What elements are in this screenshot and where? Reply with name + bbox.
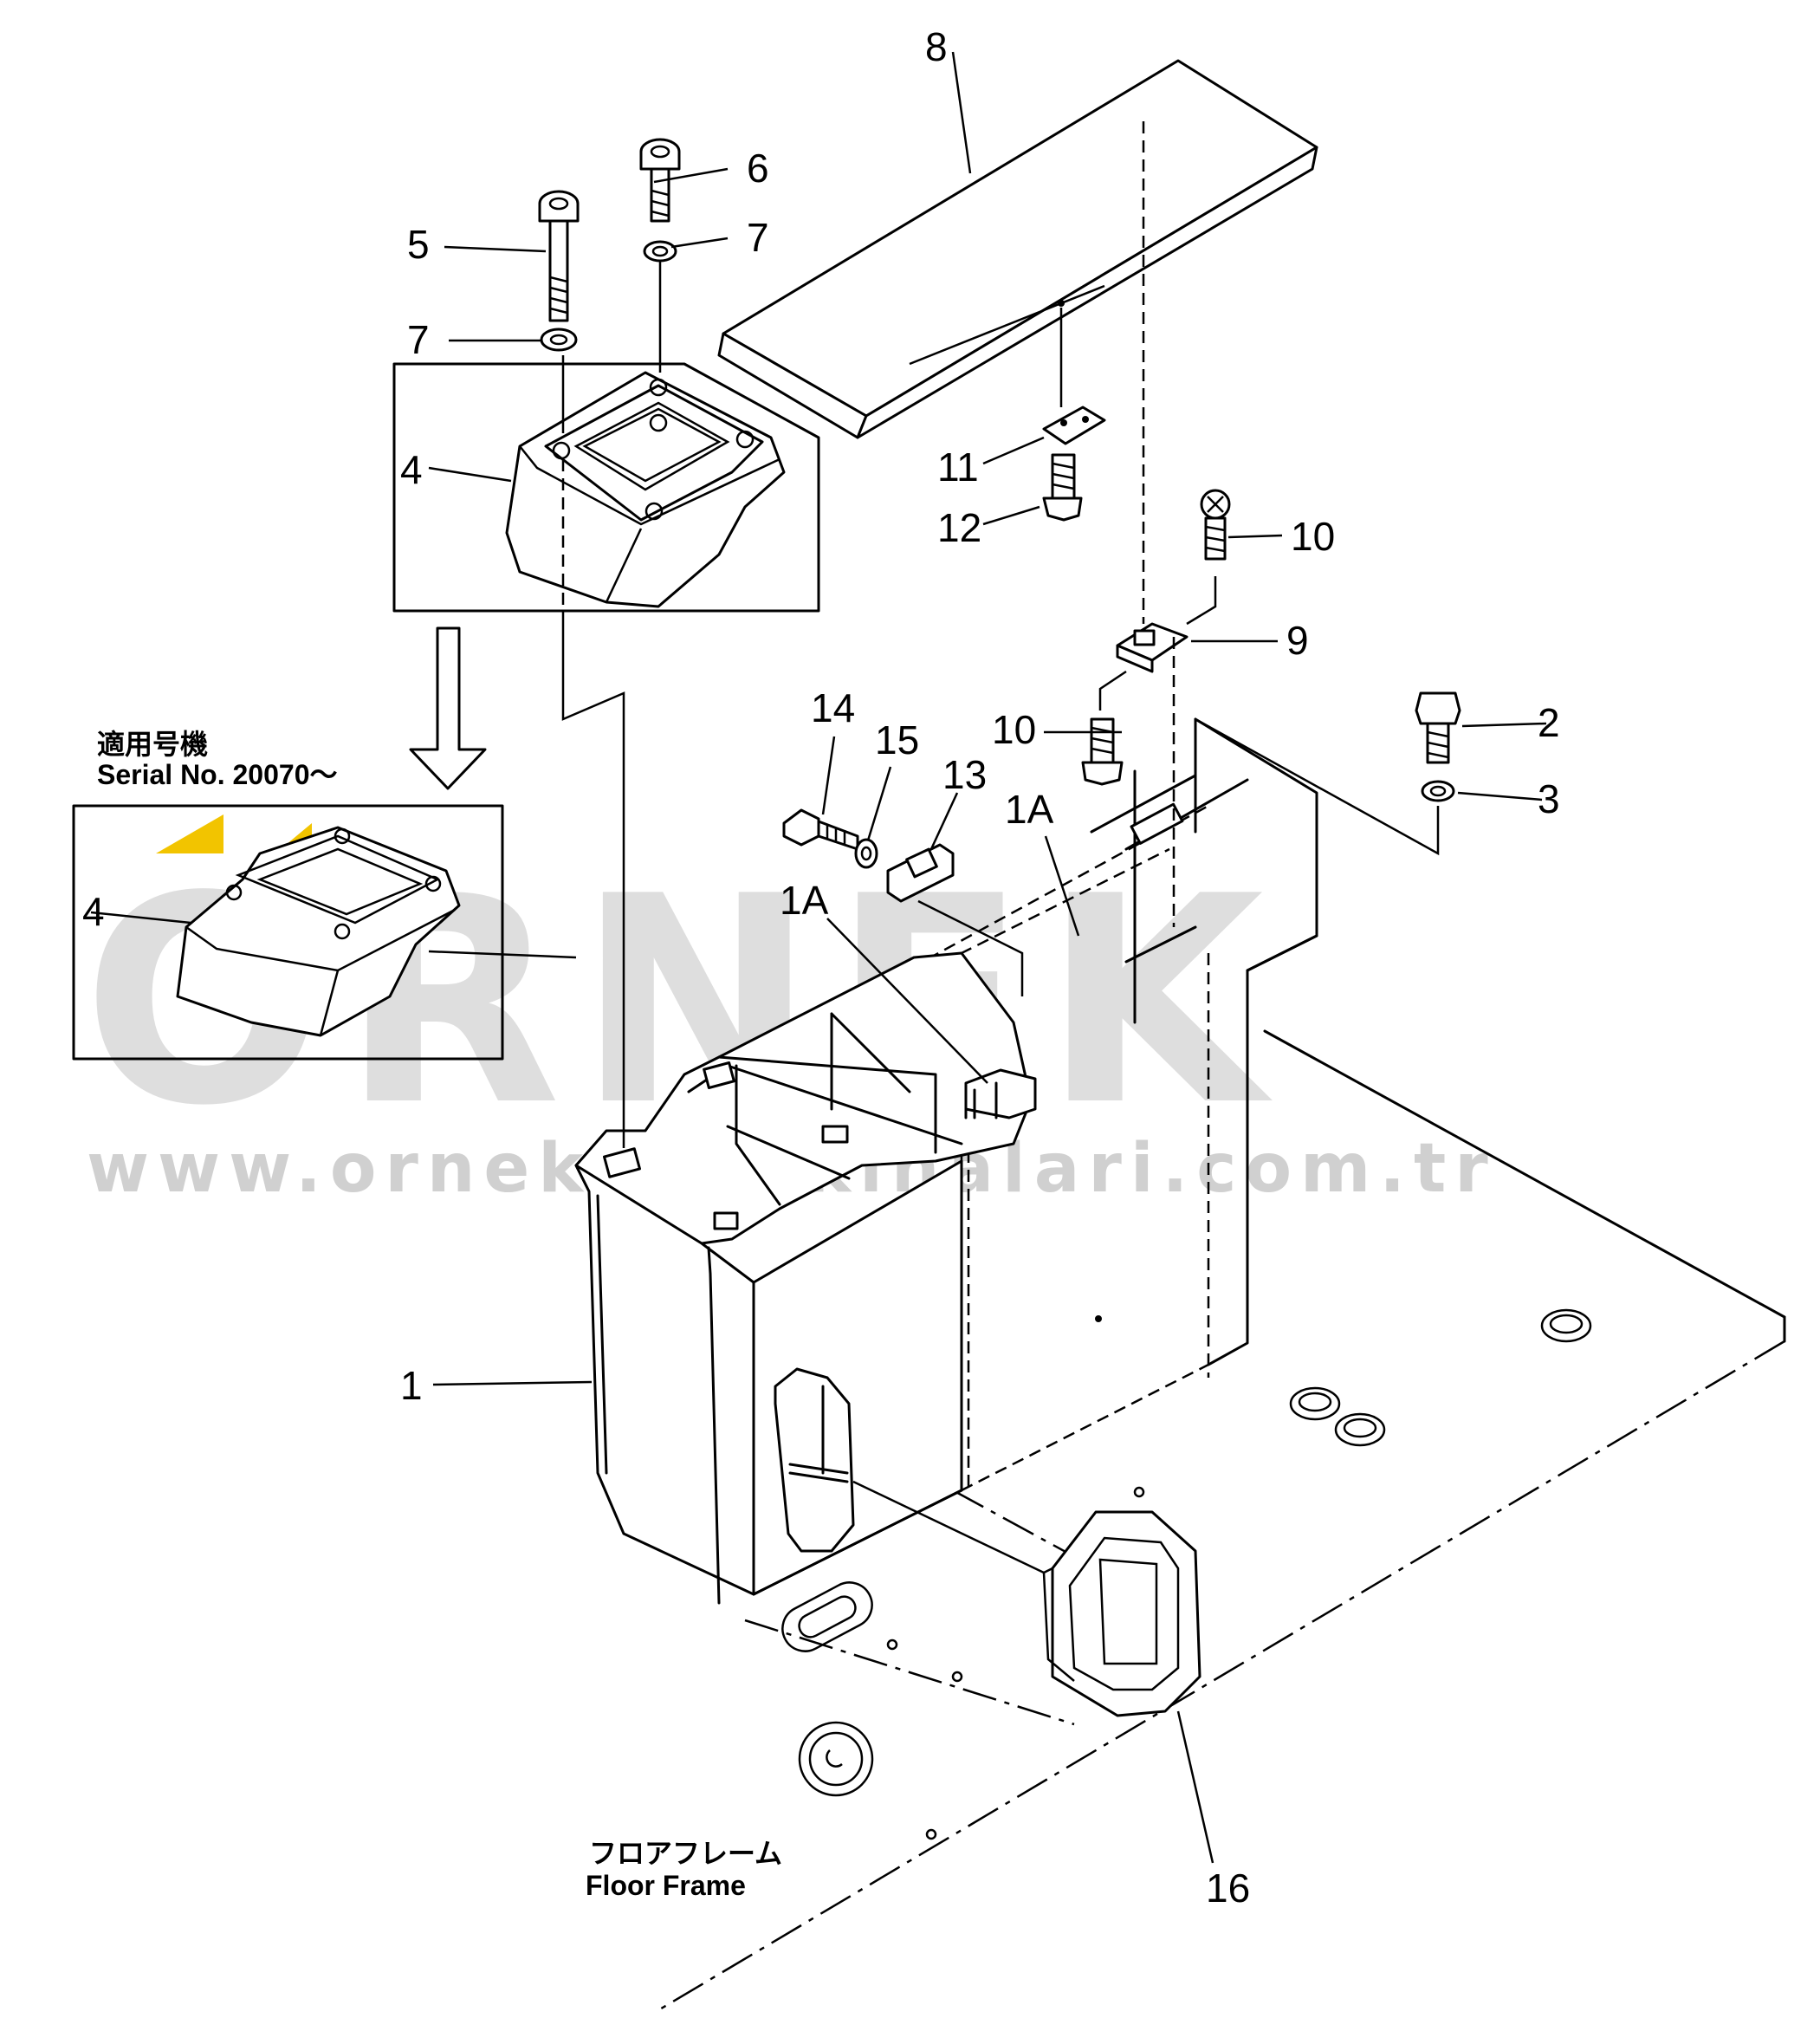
serial-caption: 適用号機 Serial No. 20070～ (97, 729, 338, 790)
label-part-1: 1 (400, 1363, 423, 1408)
floor-frame-plate (657, 1029, 1786, 2012)
console-box (574, 717, 1318, 1605)
label-part-5: 5 (407, 222, 430, 267)
serial-title-en: Serial No. 20070～ (97, 759, 338, 790)
label-part-7-left: 7 (407, 317, 430, 362)
label-part-3: 3 (1538, 776, 1560, 821)
screw-10-lower (1081, 670, 1127, 786)
screw-12 (1042, 453, 1083, 522)
washer-3 (1195, 717, 1455, 856)
part-labels: 8 6 7 5 7 4 11 12 10 9 10 2 3 14 15 13 1… (82, 24, 1560, 1911)
label-part-16: 16 (1206, 1866, 1250, 1911)
label-part-7-right: 7 (747, 215, 769, 260)
screw-10-upper (1186, 489, 1231, 626)
armrest-pad (717, 59, 1318, 439)
floor-frame-label-jp: フロアフレーム (589, 1838, 782, 1869)
label-part-10-upper: 10 (1291, 514, 1335, 559)
bolt-5 (538, 190, 580, 322)
label-part-1a-lower: 1A (780, 878, 829, 923)
floor-frame-caption: フロアフレーム Floor Frame (586, 1838, 782, 1901)
plate-11 (1042, 308, 1106, 445)
serial-title-jp: 適用号機 (97, 729, 208, 760)
hinge-9 (1116, 121, 1189, 927)
washer-7-right (643, 240, 677, 263)
lever-cover-box (392, 260, 820, 613)
label-part-10-lower: 10 (992, 707, 1036, 752)
leader-lines (90, 51, 1547, 1864)
label-part-12: 12 (937, 505, 981, 550)
bolt-6 (639, 138, 681, 223)
label-part-13: 13 (942, 752, 987, 797)
watermark-accent-mark (156, 814, 223, 853)
label-part-4: 4 (400, 447, 423, 492)
label-part-15: 15 (875, 717, 919, 762)
latch-13 (886, 843, 1024, 996)
label-part-6: 6 (747, 146, 769, 191)
washer-7-left (540, 328, 578, 352)
label-part-11: 11 (937, 444, 979, 490)
label-part-8: 8 (925, 24, 948, 69)
label-part-9: 9 (1286, 618, 1309, 663)
label-part-4-inset: 4 (82, 889, 105, 934)
label-part-2: 2 (1538, 700, 1560, 745)
label-part-14: 14 (811, 685, 855, 730)
label-part-1a-upper: 1A (1005, 787, 1054, 832)
bolt-2 (1415, 691, 1461, 764)
floor-frame-label-en: Floor Frame (586, 1870, 746, 1901)
hand-grip-16 (852, 1480, 1201, 1717)
serial-inset (72, 804, 504, 1061)
washer-15 (854, 838, 878, 869)
bolt-14 (782, 808, 859, 851)
down-arrow (409, 626, 487, 790)
